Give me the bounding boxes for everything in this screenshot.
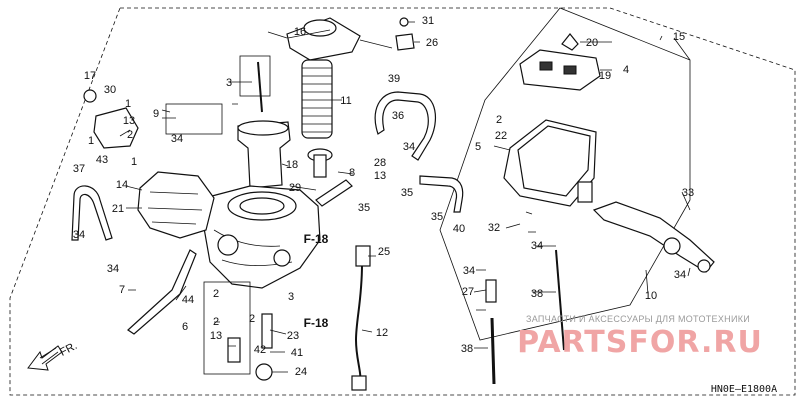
jet-needle xyxy=(257,61,263,113)
screw-and-bracket xyxy=(395,17,415,51)
callout-15: 15 xyxy=(673,31,685,43)
group-box-6 xyxy=(203,281,251,375)
callout-12: 12 xyxy=(376,327,388,339)
group-box-9 xyxy=(165,103,223,135)
callout-32: 32 xyxy=(488,222,500,234)
callout-29: 29 xyxy=(289,182,301,194)
vent-tube-40 xyxy=(419,175,464,213)
callout-28: 28 xyxy=(374,157,386,169)
assembly-frame xyxy=(9,7,796,396)
callout-44: 44 xyxy=(182,294,194,306)
callout-35-c: 35 xyxy=(431,211,443,223)
reference-f18-bottom: F-18 xyxy=(304,316,329,330)
float xyxy=(519,49,601,91)
reference-f18-top: F-18 xyxy=(304,232,329,246)
float-valve xyxy=(561,33,579,51)
callout-3-bottom: 3 xyxy=(288,291,294,303)
callout-33: 33 xyxy=(682,187,694,199)
drain-rod-38 xyxy=(555,249,565,351)
air-cutoff-valve xyxy=(83,89,139,149)
callout-34-g: 34 xyxy=(463,265,475,277)
callout-13-a: 13 xyxy=(374,170,386,182)
callout-40: 40 xyxy=(453,223,465,235)
callout-27: 27 xyxy=(462,286,474,298)
callout-1-a: 1 xyxy=(125,98,131,110)
jet-27 xyxy=(485,279,497,303)
callout-23: 23 xyxy=(287,330,299,342)
needle-holder xyxy=(307,148,333,178)
callout-34-a: 34 xyxy=(171,133,183,145)
callout-3-top: 3 xyxy=(226,77,232,89)
callout-10: 10 xyxy=(645,290,657,302)
accelerator-parts xyxy=(227,313,273,381)
group-box-3 xyxy=(239,55,271,97)
callout-16: 16 xyxy=(294,26,306,38)
callout-6: 6 xyxy=(182,321,188,333)
callout-34-d: 34 xyxy=(107,263,119,275)
throttle-stop-screw xyxy=(127,249,197,335)
leader-lines xyxy=(119,21,691,373)
callout-38-a: 38 xyxy=(531,288,543,300)
subassembly-frame xyxy=(439,7,691,341)
callout-1-c: 1 xyxy=(131,156,137,168)
callout-35-b: 35 xyxy=(358,202,370,214)
callout-5: 5 xyxy=(475,141,481,153)
callout-26: 26 xyxy=(426,37,438,49)
callout-43: 43 xyxy=(96,154,108,166)
callout-34-c: 34 xyxy=(73,229,85,241)
callout-25: 25 xyxy=(378,246,390,258)
callout-37: 37 xyxy=(73,163,85,175)
callout-22: 22 xyxy=(495,130,507,142)
callout-42: 42 xyxy=(254,344,266,356)
callout-14: 14 xyxy=(116,179,128,191)
callout-11: 11 xyxy=(340,95,351,107)
front-direction-arrow-icon xyxy=(27,345,63,371)
callout-19: 19 xyxy=(599,70,611,82)
callout-41: 41 xyxy=(291,347,303,359)
callout-34-e: 34 xyxy=(531,240,543,252)
vacuum-chamber-cover xyxy=(286,17,361,61)
vent-tube-39 xyxy=(374,91,437,161)
callout-13-c: 13 xyxy=(210,330,222,342)
watermark-brand: PARTSFOR.RU xyxy=(517,325,763,360)
callout-8: 8 xyxy=(349,167,355,179)
callout-4: 4 xyxy=(623,64,629,76)
throttle-piston xyxy=(237,120,291,189)
callout-24: 24 xyxy=(295,366,307,378)
callout-9: 9 xyxy=(153,108,159,120)
vent-tube-37 xyxy=(71,185,113,241)
pilot-screw-assembly xyxy=(592,201,715,273)
carburetor-body xyxy=(203,185,321,289)
callout-2-b: 2 xyxy=(213,288,219,300)
callout-2-e: 2 xyxy=(496,114,502,126)
callout-7: 7 xyxy=(119,284,125,296)
callout-2-d: 2 xyxy=(249,313,255,325)
callout-36: 36 xyxy=(392,110,404,122)
callout-17: 17 xyxy=(84,70,96,82)
callout-30: 30 xyxy=(104,84,116,96)
diaphragm-bellows xyxy=(301,59,333,139)
callout-35-a: 35 xyxy=(401,187,413,199)
top-cover xyxy=(137,171,215,239)
hose-29 xyxy=(315,179,353,207)
drain-tube-38 xyxy=(490,317,496,385)
callout-34-b: 34 xyxy=(403,141,415,153)
callout-38-b: 38 xyxy=(461,343,473,355)
front-arrow-label: FR. xyxy=(58,340,79,359)
diagram-code: HN0E–E1800A xyxy=(711,384,777,395)
callout-18: 18 xyxy=(286,159,298,171)
callout-13-b: 13 xyxy=(123,115,135,127)
callout-2-a: 2 xyxy=(127,129,133,141)
cable-12 xyxy=(351,245,371,391)
callout-20: 20 xyxy=(586,37,598,49)
callout-1-b: 1 xyxy=(88,135,94,147)
callout-34-f: 34 xyxy=(674,269,686,281)
callout-31: 31 xyxy=(422,15,434,27)
watermark-caption: ЗАПЧАСТИ И АКСЕССУАРЫ ДЛЯ МОТОТЕХНИКИ xyxy=(526,314,750,324)
callout-39: 39 xyxy=(388,73,400,85)
callout-21: 21 xyxy=(112,203,124,215)
callout-2-c: 2 xyxy=(213,316,219,328)
float-chamber xyxy=(503,119,597,207)
